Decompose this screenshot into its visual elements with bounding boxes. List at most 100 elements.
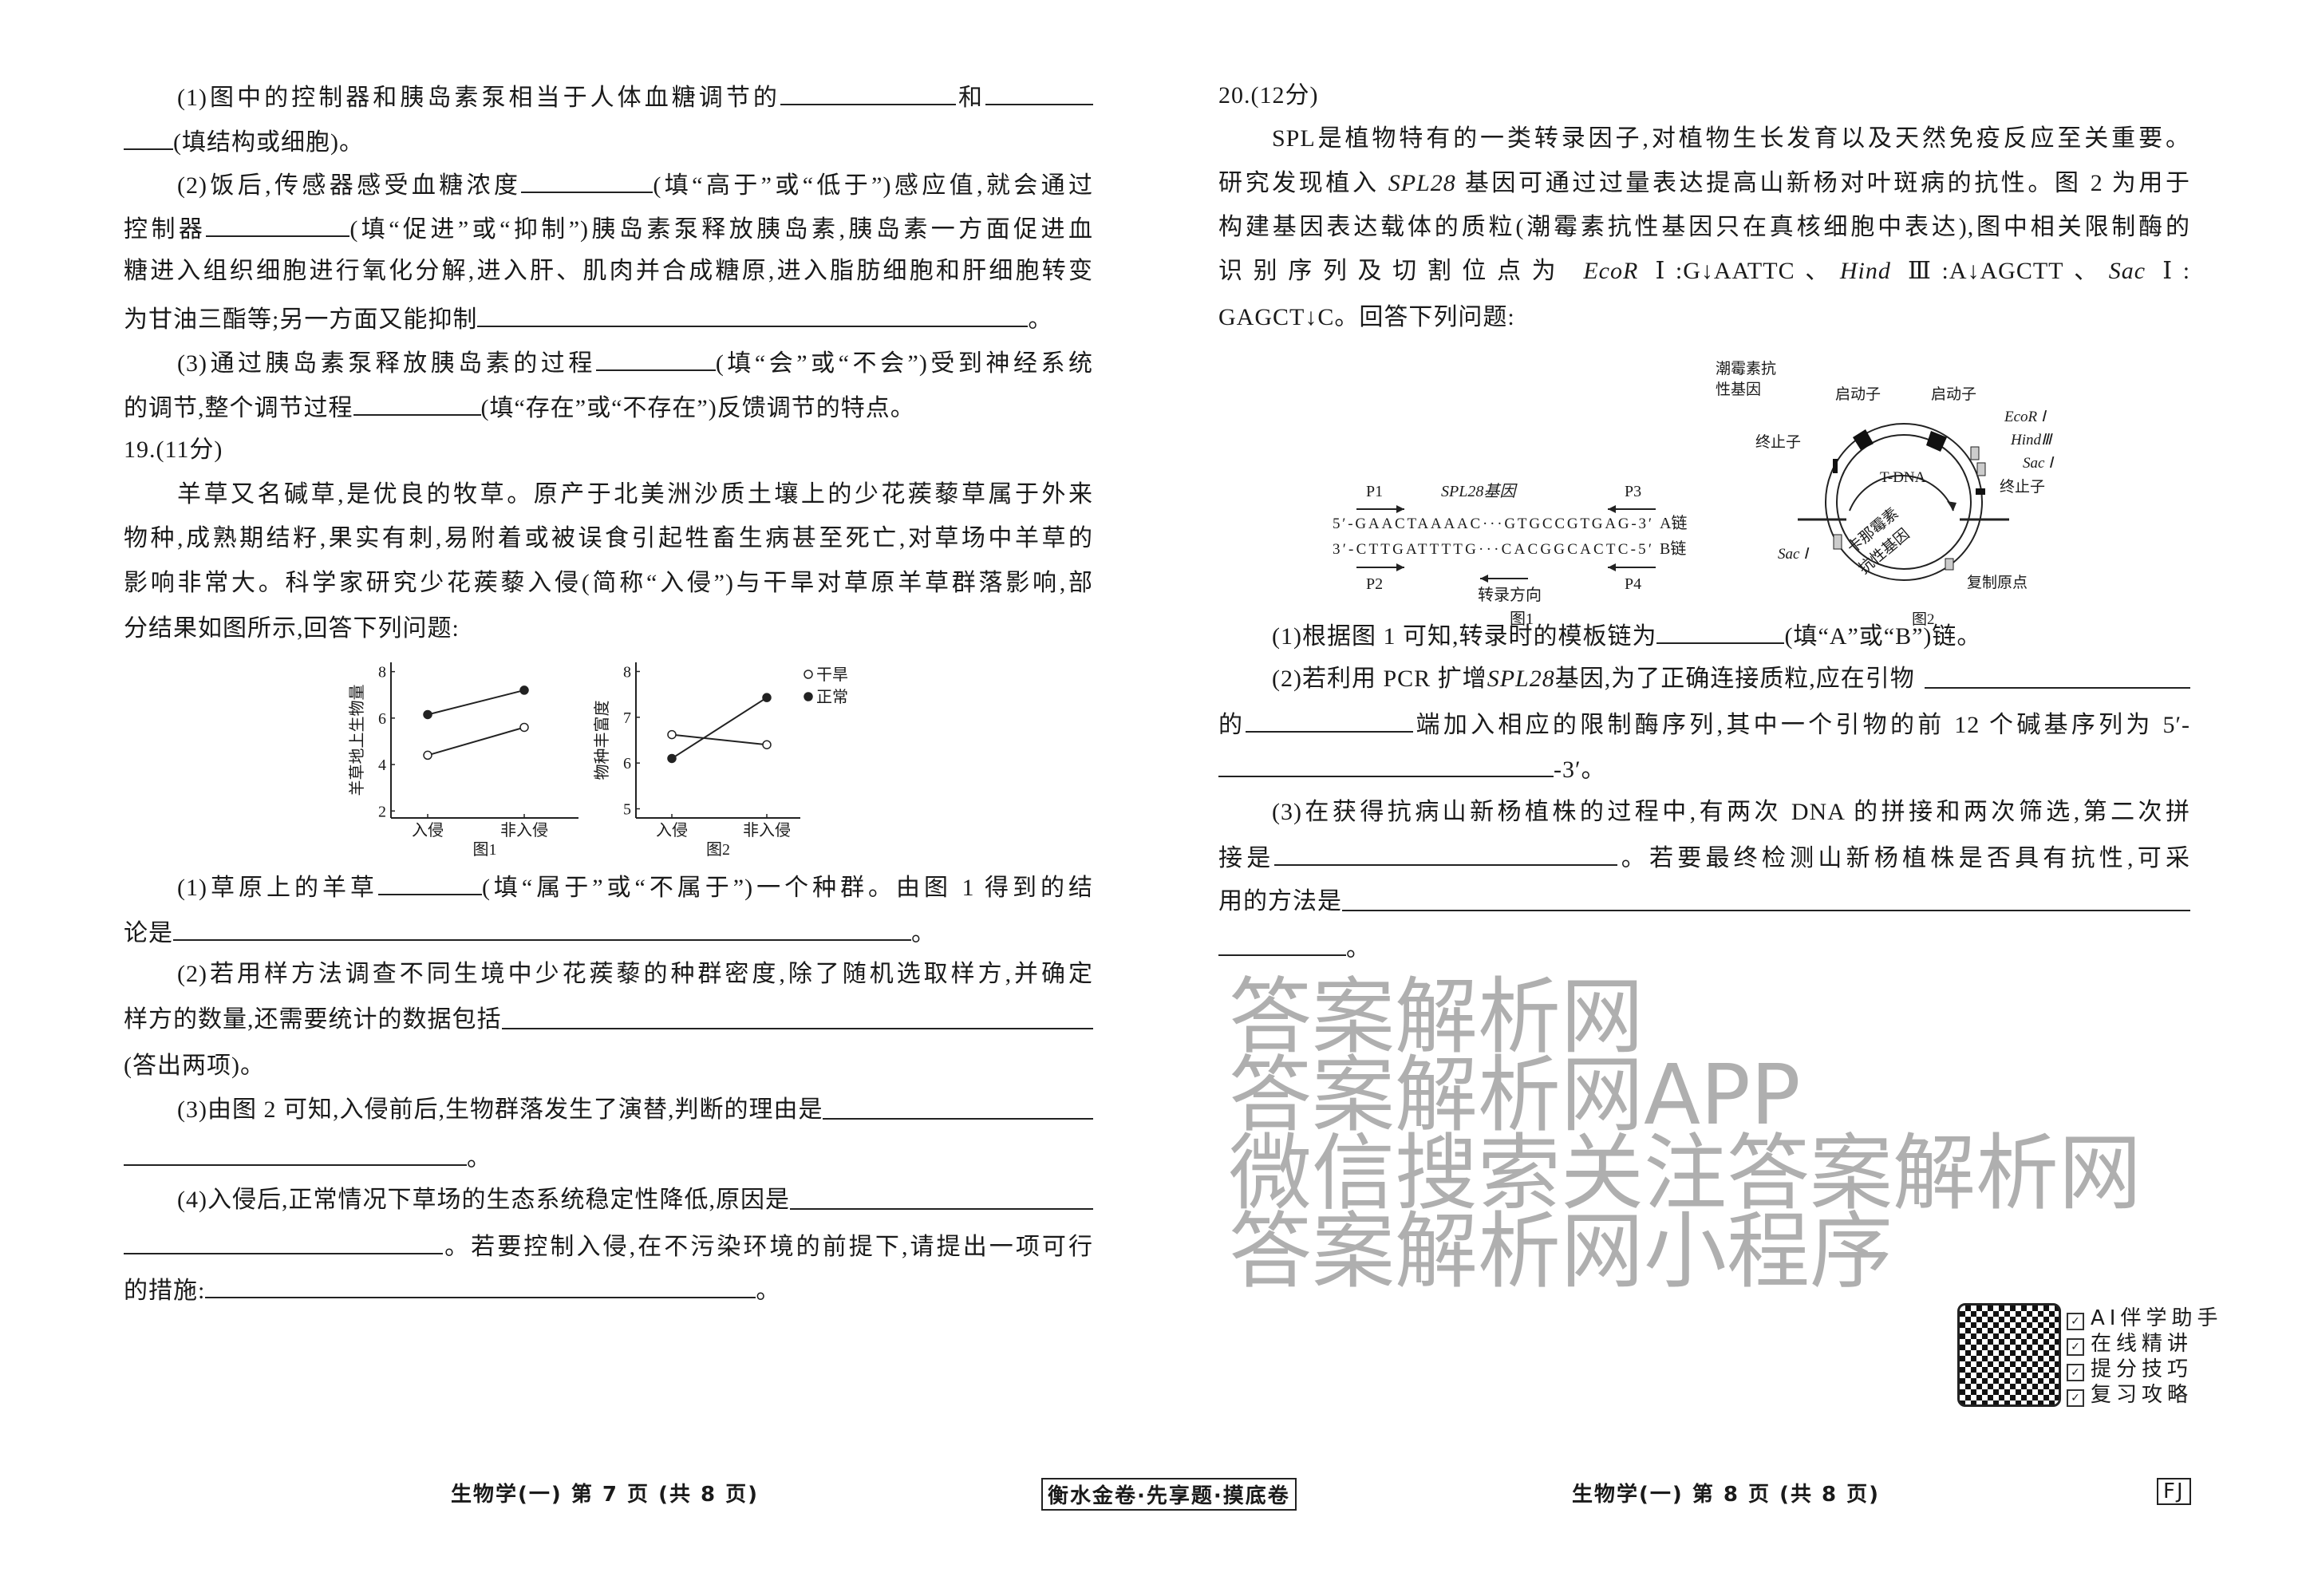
q20-line: SPL是植物特有的一类转录因子,对植物生长发育以及天然免疫反应至关重要。: [1272, 125, 2190, 152]
text: 。: [756, 1278, 781, 1304]
plasmid-outer-ring: [1825, 423, 1983, 581]
answer-blank[interactable]: [124, 124, 173, 150]
sac-right-label: Sac Ⅰ: [2023, 455, 2055, 472]
y-tick-label: 8: [378, 664, 386, 681]
terminator-right-block: [1976, 488, 1985, 495]
q19-line: (3)由图 2 可知,入侵前后,生物群落发生了演替,判断的理由是: [124, 1094, 1093, 1126]
legend-marker: [804, 692, 813, 701]
arrowhead: [1947, 501, 1957, 511]
checkbox-icon: ✓: [2067, 1389, 2084, 1407]
answer-blank[interactable]: [823, 1094, 1093, 1120]
hygromycin-label-2: 性基因: [1716, 381, 1761, 398]
y-tick-label: 6: [623, 755, 631, 772]
answer-blank[interactable]: [124, 1140, 467, 1166]
answer-blank[interactable]: [985, 80, 1094, 105]
q20-line: 研究发现植入 SPL28 基因可通过过量表达提高山新杨对叶斑病的抗性。图 2 为…: [1218, 168, 2190, 200]
data-point-normal: [519, 685, 529, 695]
tdna-arc: [1849, 474, 1954, 512]
y-axis-label: 羊草地上生物量: [348, 685, 366, 796]
text: (填“存在”或“不存在”)反馈调节的特点。: [480, 395, 915, 421]
sac-site-right: [1976, 462, 1986, 476]
feature-item: ✓提分技巧: [2067, 1357, 2193, 1382]
answer-blank[interactable]: [1218, 752, 1554, 777]
x-tick-label: 非入侵: [500, 821, 548, 839]
hind-site: [1970, 446, 1980, 460]
terminator-left-label: 终止子: [1755, 433, 1801, 451]
text: AI伴学助手: [2091, 1306, 2223, 1330]
q20-line: GAGCT↓C。回答下列问题:: [1218, 304, 1515, 330]
tdna-label: T-DNA: [1880, 469, 1926, 486]
arrowhead: [1396, 563, 1404, 571]
text: 。: [911, 920, 936, 946]
text: 论是: [124, 920, 173, 946]
answer-blank[interactable]: [206, 211, 350, 237]
answer-blank[interactable]: [1656, 618, 1785, 644]
qr-code[interactable]: [1957, 1303, 2061, 1407]
answer-blank[interactable]: [1924, 663, 2190, 689]
q19-line: 论是 。: [124, 915, 1093, 950]
answer-blank[interactable]: [780, 80, 956, 105]
answer-blank[interactable]: [1342, 886, 2190, 911]
text: 的调节,整个调节过程: [124, 395, 353, 421]
answer-blank[interactable]: [521, 168, 653, 193]
answer-blank[interactable]: [595, 346, 716, 371]
text: 在线精讲: [2091, 1332, 2193, 1356]
answer-blank[interactable]: [789, 1184, 1093, 1210]
q20-line: (2)若利用 PCR 扩增 SPL28 基因,为了正确连接质粒,应在引物: [1218, 663, 2190, 695]
q18-line-8: 的调节,整个调节过程 (填“存在”或“不存在”)反馈调节的特点。: [124, 390, 1093, 425]
primer-p1-label: P1: [1366, 483, 1383, 500]
origin-label: 复制原点: [1967, 574, 2028, 591]
text: 基因可通过过量表达提高山新杨对叶斑病的抗性。图 2 为用于: [1455, 170, 2191, 196]
q20-line: -3′。: [1218, 752, 2190, 786]
text: (填“A”或“B”)链。: [1784, 623, 1982, 650]
arrowhead: [1396, 505, 1404, 513]
answer-blank[interactable]: [377, 870, 482, 895]
answer-blank[interactable]: [1218, 930, 1346, 956]
q19-line: 物种,成熟期结籽,果实有刺,易附着或被误食引起牲畜生病甚至死亡,对草场中羊草的: [124, 525, 1093, 551]
terminator-right-label: 终止子: [2000, 478, 2045, 496]
strand-b-label: B链: [1660, 539, 1686, 558]
enzyme: Sac: [2108, 258, 2146, 284]
primer-p4-label: P4: [1625, 575, 1641, 593]
text: (填“促进”或“抑制”)胰岛素泵释放胰岛素,胰岛素一方面促进血: [349, 216, 1093, 243]
gene-name: SPL28: [1487, 666, 1555, 692]
answer-blank[interactable]: [1274, 840, 1618, 866]
q19-line: 羊草又名碱草,是优良的牧草。原产于北美洲沙质土壤上的少花蒺藜草属于外来: [177, 481, 1093, 508]
text: 的: [1218, 712, 1246, 738]
y-tick-label: 4: [378, 757, 386, 774]
sac-left-label: Sac Ⅰ: [1778, 546, 1810, 563]
gene-name: SPL28: [1388, 170, 1456, 196]
footer-right-page: 生物学(一) 第 8 页 (共 8 页): [1572, 1483, 1881, 1507]
y-axis-label: 物种丰富度: [593, 701, 611, 780]
text: 为甘油三酯等;另一方面又能抑制: [124, 306, 478, 333]
x-tick-label: 入侵: [412, 821, 444, 839]
text: (填“高于”或“低于”)感应值,就会通过: [653, 172, 1093, 199]
q20-line: (3)在获得抗病山新杨植株的过程中,有两次 DNA 的拼接和两次筛选,第二次拼: [1272, 799, 2190, 825]
text: (1)根据图 1 可知,转录时的模板链为: [1272, 623, 1657, 650]
feature-item: ✓复习攻略: [2067, 1382, 2193, 1408]
q18-line-3: (2)饭后,传感器感受血糖浓度(填“高于”或“低于”)感应值,就会通过: [124, 168, 1093, 202]
data-point-normal: [762, 693, 772, 702]
terminator-left-block: [1833, 459, 1838, 473]
series-line-drought: [427, 726, 525, 757]
text: 基因,为了正确连接质粒,应在引物: [1554, 666, 1915, 692]
answer-blank[interactable]: [353, 390, 481, 416]
legend-label: 正常: [816, 688, 848, 706]
figure-caption: 图2: [1912, 611, 1935, 628]
enzyme: Hind: [1839, 258, 1891, 284]
answer-blank[interactable]: [1246, 707, 1414, 733]
answer-blank[interactable]: [501, 1004, 1093, 1029]
q20-line: (1)根据图 1 可知,转录时的模板链为 (填“A”或“B”)链。: [1218, 618, 2190, 653]
checkbox-icon: ✓: [2067, 1313, 2084, 1330]
text: (4)入侵后,正常情况下草场的生态系统稳定性降低,原因是: [177, 1187, 790, 1213]
series-line-normal: [671, 697, 768, 760]
answer-blank[interactable]: [124, 1229, 443, 1254]
answer-blank[interactable]: [173, 915, 911, 941]
answer-blank[interactable]: [205, 1273, 756, 1298]
y-tick-label: 2: [378, 803, 386, 820]
data-point-normal: [667, 753, 677, 764]
series-line-drought: [671, 733, 768, 746]
text: (3)通过胰岛素泵释放胰岛素的过程: [177, 350, 596, 377]
answer-blank[interactable]: [477, 302, 1029, 327]
origin-site: [1945, 558, 1954, 571]
